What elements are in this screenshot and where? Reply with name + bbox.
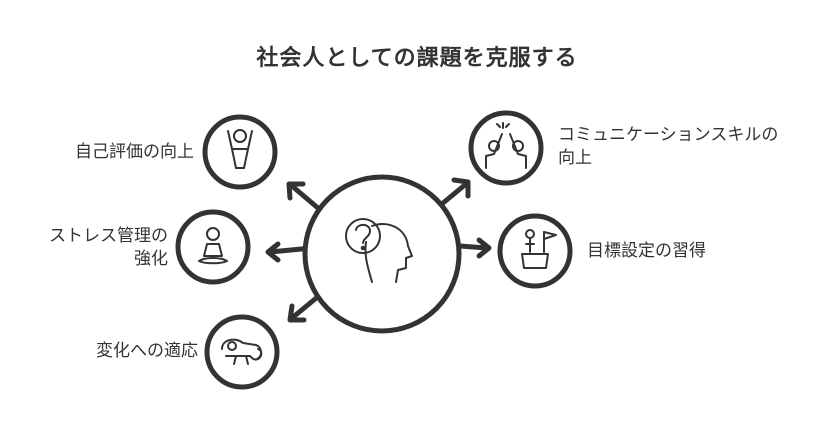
question-head-icon [345, 218, 413, 283]
node-communication [468, 110, 544, 186]
label-communication: コミュニケーションスキルの 向上 [558, 125, 779, 168]
node-goal-setting [497, 213, 573, 289]
cheering-person-icon [227, 129, 253, 169]
label-goal-setting: 目標設定の習得 [587, 241, 706, 261]
label-self-evaluation: 自己評価の向上 [75, 142, 194, 162]
label-adaptation: 変化への適応 [96, 341, 198, 361]
meditating-person-icon [198, 227, 228, 265]
high-five-icon [485, 122, 527, 169]
center-node [302, 174, 462, 334]
flag-on-podium-icon [521, 229, 557, 269]
node-self-evaluation [202, 114, 278, 190]
node-stress-management [175, 209, 251, 285]
node-adaptation [204, 314, 280, 390]
chameleon-icon [221, 338, 263, 365]
diagram-title: 社会人としての課題を克服する [256, 46, 578, 71]
label-stress-management: ストレス管理の 強化 [49, 226, 168, 269]
